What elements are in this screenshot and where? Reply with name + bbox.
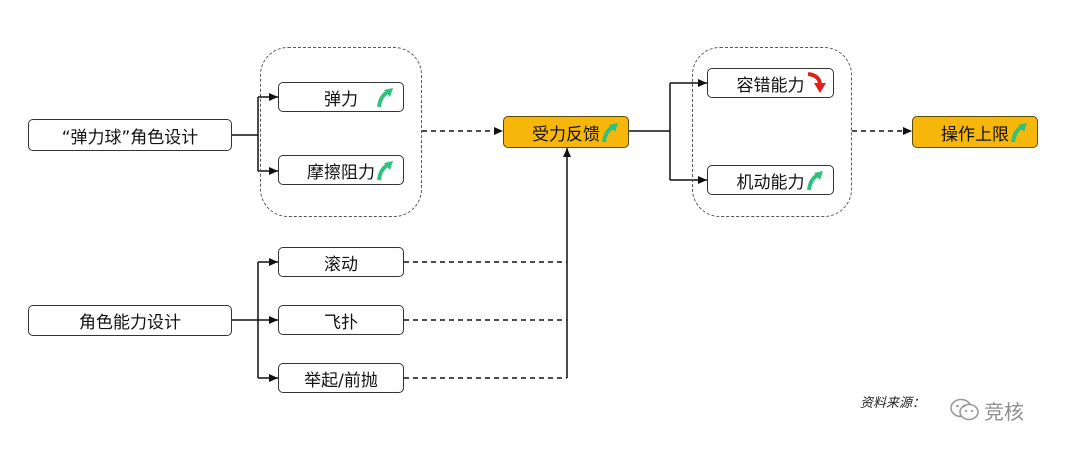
character-ability-design-label: 角色能力设计 [79,313,181,333]
operation-limit-label: 操作上限 [941,124,1009,145]
fault-tolerance-node: 容错能力 [707,68,834,98]
physics-group [260,47,422,217]
watermark: 竞核 [950,395,1050,425]
operation-limit-node: 操作上限 [912,116,1038,148]
green-up-arrow-icon [1011,123,1027,143]
force-feedback-node: 受力反馈 [503,116,629,148]
lift-throw-node: 举起/前抛 [278,363,404,393]
source-note: 资料来源： [860,396,926,411]
wechat-icon [950,398,979,421]
watermark-text: 竞核 [984,399,1024,424]
ability-group [692,47,852,217]
roll-node: 滚动 [278,247,404,277]
lift-throw-label: 举起/前抛 [304,370,378,391]
fault-tolerance-label: 容错能力 [736,75,805,96]
mobility-label: 机动能力 [736,172,805,193]
force-feedback-label: 受力反馈 [532,124,600,145]
green-up-arrow-icon [377,161,393,181]
elasticity-node: 弹力 [278,82,404,112]
friction-label: 摩擦阻力 [307,162,375,183]
ball-character-design-label: “弹力球”角色设计 [61,127,199,148]
pounce-node: 飞扑 [278,305,404,335]
green-up-arrow-icon [602,123,618,143]
character-ability-design-node: 角色能力设计 [28,305,232,336]
ball-character-design-node: “弹力球”角色设计 [28,119,232,151]
friction-node: 摩擦阻力 [278,155,404,185]
elasticity-label: 弹力 [324,89,358,110]
green-up-arrow-icon [377,88,393,108]
pounce-label: 飞扑 [324,312,358,333]
red-down-arrow-icon [807,72,826,93]
mobility-node: 机动能力 [707,165,834,195]
roll-label: 滚动 [324,254,358,275]
green-up-arrow-icon [807,171,823,191]
